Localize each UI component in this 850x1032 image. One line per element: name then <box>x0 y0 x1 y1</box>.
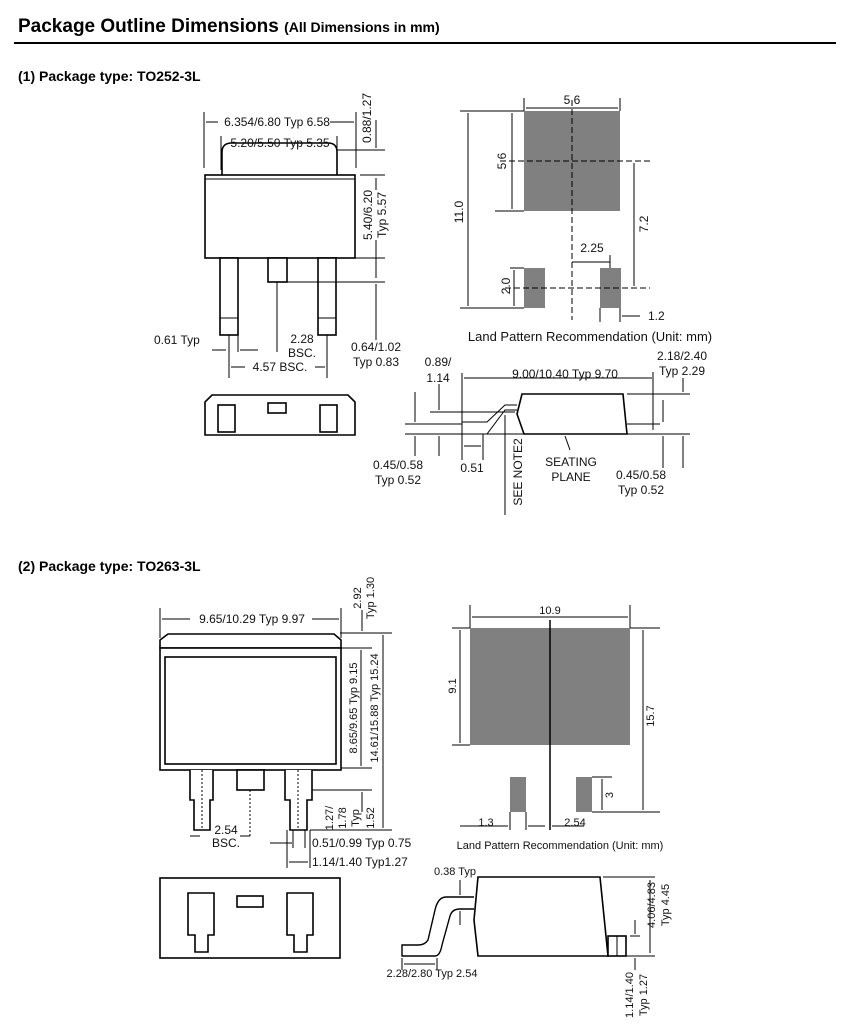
to252-top-view: 6.354/6.80 Typ 6.58 5.20/5.50 Typ 5.35 0… <box>154 93 401 378</box>
section-heading-to263: (2) Package type: TO263-3L <box>18 558 201 574</box>
lp-lead-pad-width: 1.3 <box>478 817 493 829</box>
dim-lead-width: 0.61 Typ <box>154 333 200 347</box>
dim-shoulder-width: 1.14/1.40 Typ1.27 <box>312 855 408 869</box>
side-seating-plane: PLANE <box>551 470 590 484</box>
lp-lead-pad-height: 2.0 <box>499 277 513 294</box>
dim-body-length: 8.65/9.65 Typ 9.15 <box>348 663 360 754</box>
to252-land-pattern: 5.6 5.6 11.0 7.2 2.25 2.0 1.2 Land Patte… <box>452 93 712 344</box>
lp-pad-width: 5.6 <box>564 93 581 107</box>
side-height-typ: Typ 4.45 <box>660 884 672 926</box>
lp-center-distance: 7.2 <box>637 215 651 232</box>
side-lead-offset: 0.89/ <box>425 355 452 369</box>
side-lead-thickness-typ: Typ 0.52 <box>375 473 421 487</box>
to252-side-view: 0.89/ 1.14 9.00/10.40 Typ 9.70 2.18/2.40… <box>373 349 707 515</box>
title-units: (All Dimensions in mm) <box>284 19 440 35</box>
lp-pad-height: 5.6 <box>495 152 509 169</box>
side-foot: 0.51 <box>460 461 484 475</box>
lp-caption: Land Pattern Recommendation (Unit: mm) <box>457 840 664 852</box>
dim-lead-len-4: 1.52 <box>365 807 377 828</box>
dim-overall-width: 9.65/10.29 Typ 9.97 <box>199 612 305 626</box>
to263-top-view: 9.65/10.29 Typ 9.97 2.92 Typ 1.30 8.65/9… <box>159 577 412 869</box>
lp-lead-pitch: 2.54 <box>564 817 585 829</box>
side-height-typ: Typ 2.29 <box>659 364 705 378</box>
dim-body-length-typ: Typ 5.57 <box>375 192 389 238</box>
to263-land-pattern: 10.9 9.1 15.7 3 1.3 2.54 Land Pattern Re… <box>447 605 663 852</box>
lp-lead-pitch: 2.25 <box>580 241 604 255</box>
side-foot: 2.28/2.80 Typ 2.54 <box>387 968 478 980</box>
dim-lead-length-typ: Typ 0.83 <box>353 355 399 369</box>
dim-tab: 2.92 <box>352 587 364 608</box>
to263-side-view: 0.38 Typ 2.28/2.80 Typ 2.54 4.06/4.83 Ty… <box>387 866 672 1018</box>
dim-span: 4.57 BSC. <box>253 360 308 374</box>
dim-lead-length: 0.64/1.02 <box>351 340 401 354</box>
page-title: Package Outline Dimensions (All Dimensio… <box>18 16 440 38</box>
dim-lead-len-2: 1.78 <box>337 807 349 828</box>
side-tab-thickness-typ: Typ 0.52 <box>618 483 664 497</box>
title-divider <box>14 42 836 44</box>
lead-center <box>267 257 288 283</box>
lp-total-height: 15.7 <box>645 705 657 726</box>
side-lead-thickness: 0.45/0.58 <box>373 458 423 472</box>
to252-bottom-view <box>204 394 356 436</box>
lead-left <box>219 257 239 336</box>
dim-pitch: 2.28 <box>290 332 314 346</box>
section-heading-to252: (1) Package type: TO252-3L <box>18 68 201 84</box>
lp-pad-height: 9.1 <box>447 678 459 693</box>
to263-bottom-view <box>159 877 341 959</box>
side-lead-thickness: 0.38 Typ <box>434 866 476 878</box>
side-lead-offset-2: 1.14 <box>426 371 450 385</box>
side-body-length: 9.00/10.40 Typ 9.70 <box>512 367 618 381</box>
dim-pitch-bsc: BSC. <box>212 836 240 850</box>
lead-right <box>317 257 337 336</box>
dim-pitch: 2.54 <box>214 823 238 837</box>
side-note: SEE NOTE2 <box>511 438 525 506</box>
lp-lead-pad-width: 1.2 <box>648 309 665 323</box>
dim-lead-width: 0.51/0.99 Typ 0.75 <box>312 836 412 850</box>
dim-tab-typ: Typ 1.30 <box>365 577 377 619</box>
side-tab-thickness: 0.45/0.58 <box>616 468 666 482</box>
dim-tab-height: 0.88/1.27 <box>360 93 374 143</box>
lp-lead-pad-height: 3 <box>604 792 616 798</box>
side-tab-typ: Typ 1.27 <box>638 974 650 1016</box>
dim-lead-len: 1.27/ <box>324 805 336 830</box>
lp-pad-width: 10.9 <box>539 605 560 617</box>
dim-overall-width: 6.354/6.80 Typ 6.58 <box>224 115 330 129</box>
lp-caption: Land Pattern Recommendation (Unit: mm) <box>468 329 712 344</box>
dim-overall-length: 14.61/15.88 Typ 15.24 <box>369 653 381 762</box>
side-seating: SEATING <box>545 455 597 469</box>
land-pad-left <box>510 777 526 812</box>
dim-lead-len-typ: Typ <box>350 809 362 827</box>
dim-tab-width: 5.20/5.50 Typ 5.35 <box>230 136 330 150</box>
land-pad-right <box>600 268 621 308</box>
lp-total-height: 11.0 <box>452 200 466 223</box>
side-tab: 1.14/1.40 <box>624 972 636 1018</box>
side-height: 4.06/4.83 <box>646 882 658 928</box>
title-text: Package Outline Dimensions <box>18 16 279 37</box>
dim-pitch-bsc: BSC. <box>288 346 316 360</box>
package-body <box>204 174 356 259</box>
side-height: 2.18/2.40 <box>657 349 707 363</box>
dim-body-length: 5.40/6.20 <box>361 190 375 240</box>
land-pad-right <box>576 777 592 812</box>
